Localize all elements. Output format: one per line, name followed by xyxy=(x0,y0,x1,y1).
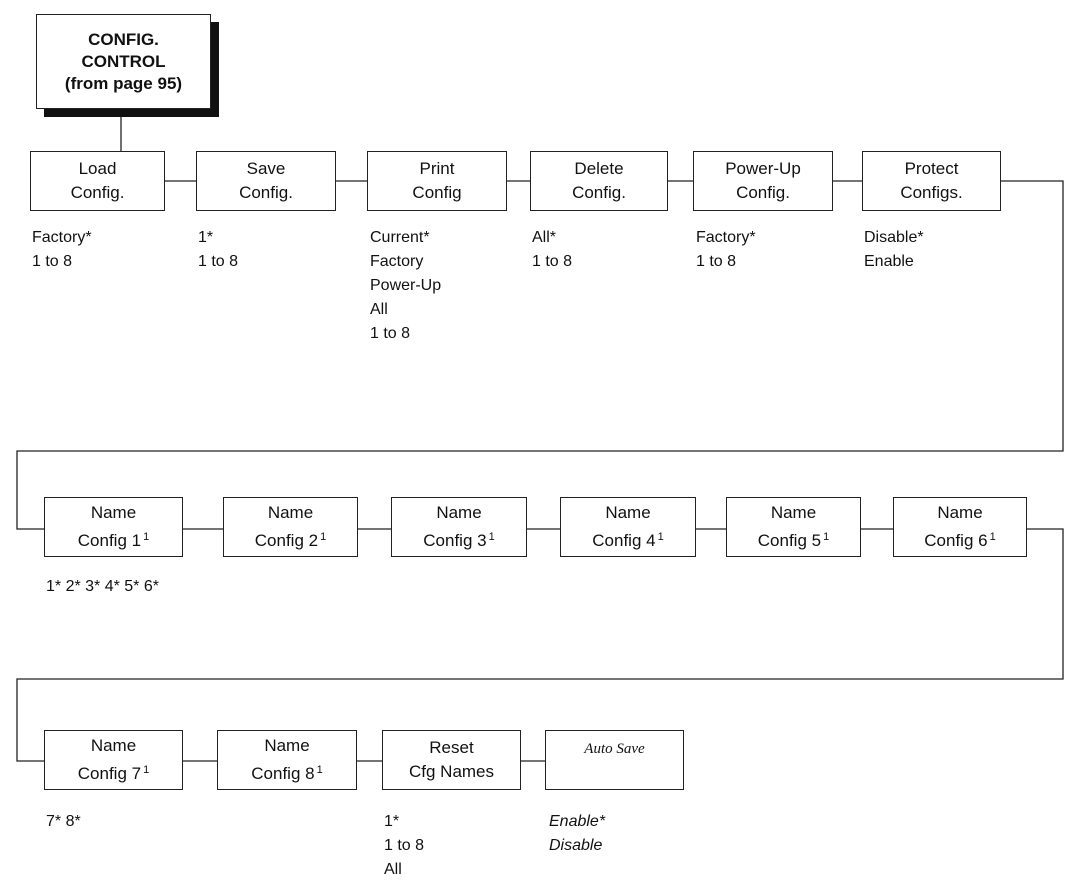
node-label: Config. xyxy=(736,183,790,202)
load-config-options: Factory* 1 to 8 xyxy=(32,226,92,274)
option-value: 1* 2* 3* 4* 5* 6* xyxy=(46,578,159,595)
node-label: Config 4 xyxy=(592,531,656,550)
power-up-config-options: Factory* 1 to 8 xyxy=(696,226,756,274)
option-value: All xyxy=(370,301,388,318)
node-label: Protect xyxy=(904,159,959,178)
node-label: Name xyxy=(605,503,651,522)
option-value: 1 to 8 xyxy=(532,253,573,270)
option-value: 1 to 8 xyxy=(696,253,737,270)
option-value: All xyxy=(384,861,402,878)
name-config-row2-options: 1* 2* 3* 4* 5* 6* xyxy=(46,575,159,599)
node-label: Config 5 xyxy=(757,531,822,550)
config-control-title-box: CONFIG. CONTROL (from page 95) xyxy=(36,14,211,109)
node-label: Name xyxy=(267,503,314,522)
delete-config-node: Delete Config. xyxy=(530,151,668,211)
node-label: Print xyxy=(419,159,455,178)
option-value: Enable xyxy=(864,253,914,270)
option-value: 1 to 8 xyxy=(370,325,411,342)
node-label: Delete xyxy=(574,159,624,178)
name-config-7-options: 7* 8* xyxy=(46,810,81,834)
title-line-2: CONTROL xyxy=(81,51,166,71)
node-label: Config 8 xyxy=(251,764,315,783)
power-up-config-node: Power-Up Config. xyxy=(693,151,833,211)
footnote-marker: 1 xyxy=(316,764,323,776)
footnote-marker: 1 xyxy=(823,531,830,543)
auto-save-options: Enable* Disable xyxy=(549,810,605,858)
option-value: Factory* xyxy=(696,229,756,246)
node-label: Config 3 xyxy=(423,531,487,550)
node-label: Name xyxy=(937,503,983,522)
option-value: 1* xyxy=(198,229,214,246)
option-value: 1 to 8 xyxy=(32,253,73,270)
protect-configs-node: Protect Configs. xyxy=(862,151,1001,211)
print-config-node: Print Config xyxy=(367,151,507,211)
node-label: Name xyxy=(264,736,310,755)
title-line-1: CONFIG. xyxy=(88,29,159,49)
protect-configs-options: Disable* Enable xyxy=(864,226,924,274)
title-line-3: (from page 95) xyxy=(64,73,183,93)
reset-cfg-names-node: Reset Cfg Names xyxy=(382,730,521,790)
footnote-marker: 1 xyxy=(488,531,495,543)
auto-save-node: Auto Save xyxy=(545,730,684,790)
option-value: 7* 8* xyxy=(46,813,81,830)
node-label: Name xyxy=(90,736,137,755)
node-label: Config. xyxy=(70,183,125,202)
node-label: Load xyxy=(78,159,117,178)
print-config-options: Current* Factory Power-Up All 1 to 8 xyxy=(370,226,441,346)
option-value: Power-Up xyxy=(370,277,442,294)
node-label: Configs. xyxy=(900,183,963,202)
reset-cfg-names-options: 1* 1 to 8 All xyxy=(384,810,424,882)
node-label: Cfg Names xyxy=(408,762,495,781)
node-label: Config. xyxy=(239,183,293,202)
footnote-marker: 1 xyxy=(320,531,327,543)
option-value: Enable* xyxy=(549,813,606,830)
node-label: Config 1 xyxy=(77,531,142,550)
node-label: Config 6 xyxy=(924,531,988,550)
node-label: Config xyxy=(412,183,462,202)
save-config-options: 1* 1 to 8 xyxy=(198,226,238,274)
save-config-node: Save Config. xyxy=(196,151,336,211)
node-label: Config 2 xyxy=(254,531,319,550)
delete-config-options: All* 1 to 8 xyxy=(532,226,572,274)
node-label: Name xyxy=(90,503,137,522)
node-label: Reset xyxy=(429,738,474,757)
option-value: Current* xyxy=(370,229,430,246)
option-value: 1 to 8 xyxy=(198,253,239,270)
node-label: Save xyxy=(246,159,286,178)
footnote-marker: 1 xyxy=(989,531,996,543)
option-value: 1* xyxy=(384,813,400,830)
node-label: Power-Up xyxy=(725,159,801,178)
footnote-marker: 1 xyxy=(143,764,150,776)
option-value: Factory xyxy=(370,253,424,270)
load-config-node: Load Config. xyxy=(30,151,165,211)
option-value: All* xyxy=(532,229,557,246)
option-value: Disable* xyxy=(864,229,924,246)
node-label: Config. xyxy=(572,183,626,202)
node-label: Auto Save xyxy=(584,741,645,757)
node-label: Name xyxy=(436,503,482,522)
node-label: Config 7 xyxy=(77,764,142,783)
option-value: Disable xyxy=(549,837,603,854)
footnote-marker: 1 xyxy=(143,531,150,543)
footnote-marker: 1 xyxy=(657,531,664,543)
option-value: Factory* xyxy=(32,229,92,246)
option-value: 1 to 8 xyxy=(384,837,425,854)
node-label: Name xyxy=(770,503,817,522)
